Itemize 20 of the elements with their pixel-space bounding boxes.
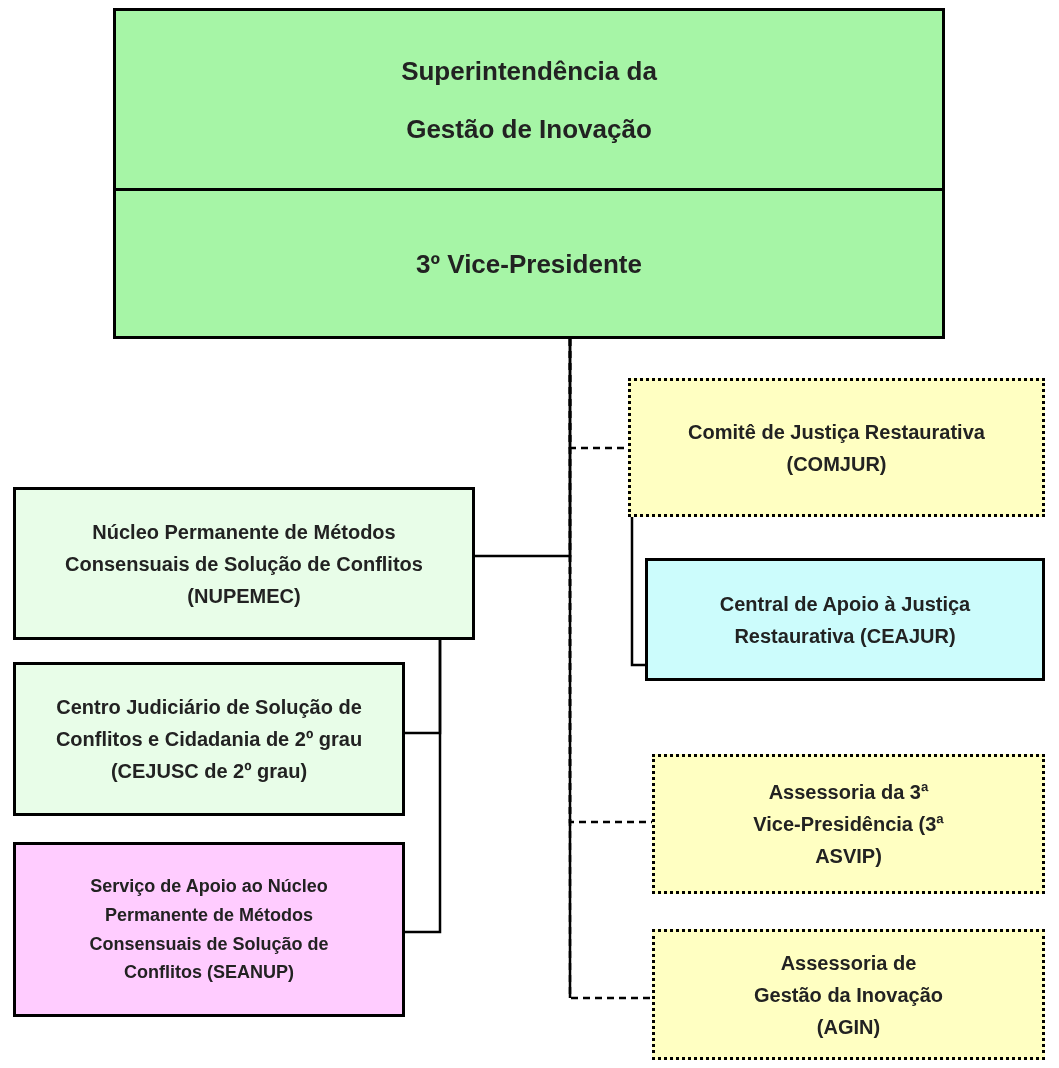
org-unit-box bbox=[645, 558, 1045, 681]
dotted-unit-box bbox=[652, 929, 1045, 1060]
unit-name: Assessoria da 3ª Vice-Presidência (3ª ASVIP) bbox=[752, 780, 945, 869]
unit-name: Central de Apoio à Justiça Restaurativa (CEAJUR) bbox=[718, 591, 972, 649]
unit-name: Assessoria de Gestão da Inovação (AGIN) bbox=[753, 950, 944, 1040]
unit-name: Centro Judiciário de Solução de Conflitos e Cidadania de 2º grau (CEJUSC de 2º grau) bbox=[54, 695, 364, 784]
dotted-unit-box bbox=[652, 754, 1045, 894]
connector-line bbox=[405, 640, 442, 934]
connector-line bbox=[568, 339, 652, 1000]
org-unit-box bbox=[13, 842, 405, 1017]
dotted-unit-box bbox=[628, 378, 1045, 517]
unit-name: Serviço de Apoio ao Núcleo Permanente de Métodos Consensuais de Solução de Conflitos (SEANUP) bbox=[88, 874, 330, 985]
org-unit-box bbox=[13, 487, 475, 640]
title-text: 3º Vice-Presidente bbox=[116, 188, 942, 336]
unit-name: Comitê de Justiça Restaurativa (COMJUR) bbox=[687, 419, 986, 477]
unit-name: Núcleo Permanente de Métodos Consensuais de Solução de Conflitos (NUPEMEC) bbox=[64, 519, 424, 609]
connector-line bbox=[630, 517, 645, 667]
org-unit-box bbox=[13, 662, 405, 816]
heading-text: Superintendência da Gestão de Inovação bbox=[400, 54, 658, 146]
org-unit-box bbox=[113, 8, 945, 339]
